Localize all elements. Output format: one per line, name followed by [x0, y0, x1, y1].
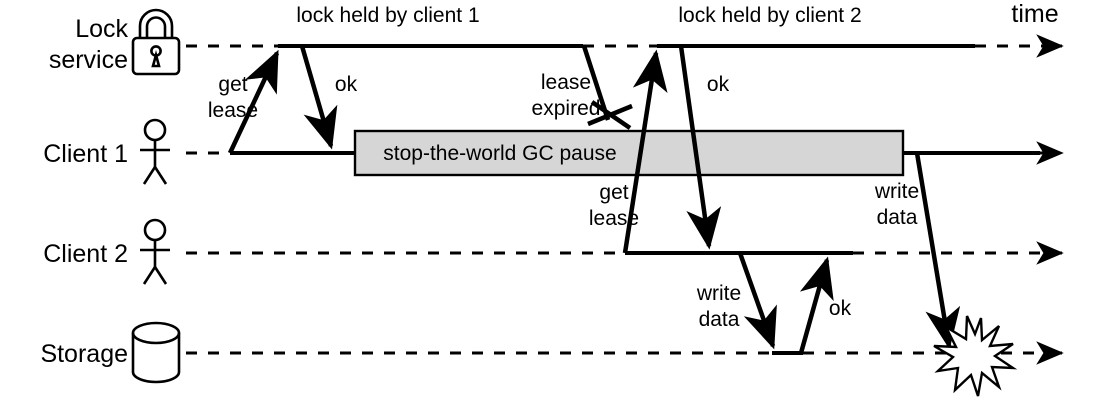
- stick-figure-icon-client-2: [140, 218, 170, 285]
- message-label-ok-storage: ok: [829, 297, 852, 320]
- stop-the-world-gc-pause-box: stop-the-world GC pause: [353, 129, 905, 177]
- message-get-lease-client-2: get lease: [589, 49, 668, 254]
- message-label-write-data-c2-line2: data: [699, 308, 740, 331]
- row-label-lock-service-line2: service: [49, 46, 128, 74]
- time-axis-label: time: [1011, 0, 1058, 28]
- message-label-ok-c2: ok: [707, 73, 730, 96]
- message-label-write-data-c2-line1: write: [696, 282, 741, 305]
- message-ok-client-2: ok: [678, 45, 730, 250]
- caption-lock-held-by-client-2: lock held by client 2: [678, 4, 861, 27]
- message-write-data-client-1: write data: [874, 152, 961, 350]
- message-label-write-data-c1-line1: write: [874, 180, 919, 203]
- message-write-data-client-2: write data: [696, 252, 777, 350]
- message-lease-expired: lease expired: [532, 45, 633, 130]
- database-cylinder-icon: [131, 321, 181, 384]
- gc-pause-label: stop-the-world GC pause: [383, 142, 616, 165]
- row-label-client-2: Client 2: [43, 240, 128, 268]
- message-label-lease-expired-line2: expired: [532, 97, 601, 120]
- message-label-get-lease-c1-line2: lease: [208, 99, 258, 122]
- row-label-storage: Storage: [40, 340, 128, 368]
- message-get-lease-client-1: get lease: [208, 49, 280, 154]
- conflict-burst-icon: [933, 315, 1018, 397]
- lease-expired-x-mark: [587, 100, 633, 130]
- message-ok-client-1: ok: [299, 45, 358, 150]
- stick-figure-icon-client-1: [140, 118, 170, 185]
- caption-lock-held-by-client-1: lock held by client 1: [296, 4, 479, 27]
- message-label-get-lease-c2-line2: lease: [589, 207, 639, 230]
- message-label-write-data-c1-line2: data: [877, 206, 918, 229]
- message-ok-storage: ok: [798, 256, 852, 354]
- message-label-get-lease-c1-line1: get: [218, 73, 247, 96]
- padlock-icon: [131, 8, 181, 76]
- row-label-client-1: Client 1: [43, 140, 128, 168]
- message-label-get-lease-c2-line1: get: [599, 181, 628, 204]
- message-label-lease-expired-line1: lease: [541, 71, 591, 94]
- row-label-lock-service-line1: Lock: [75, 15, 128, 43]
- message-label-ok-c1: ok: [335, 73, 358, 96]
